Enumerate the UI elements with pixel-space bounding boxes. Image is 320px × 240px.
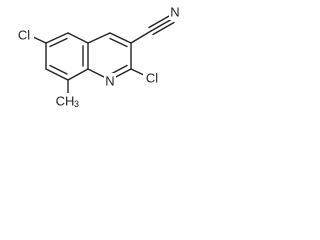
- atom-cl2-label: Cl: [146, 71, 158, 86]
- bond-cn-triple-b: [148, 14, 171, 29]
- atom-n1: N: [104, 73, 116, 89]
- bond-cn-triple-c: [152, 21, 175, 36]
- bond-c7-c8: [45, 68, 69, 81]
- bond-cn-triple-a: [150, 18, 173, 32]
- bond-c4-c3-inner: [109, 37, 128, 48]
- atom-ch3: CH 3: [56, 93, 82, 109]
- bond-c3-cn: [130, 30, 152, 44]
- bond-c4a-c5: [67, 32, 89, 44]
- bond-c4-c3: [109, 32, 132, 44]
- atom-cl6-label: Cl: [18, 28, 30, 43]
- bond-c4a-c4: [87, 32, 111, 44]
- atom-cl6: Cl: [14, 28, 34, 43]
- atom-ch3-label: CH: [56, 94, 75, 109]
- atom-n1-label: N: [105, 74, 114, 89]
- quinoline-structure-diagram: Cl Cl N N CH 3: [14, 4, 182, 109]
- bond-c5-c6-inner: [49, 37, 68, 48]
- atom-ch3-subscript: 3: [74, 99, 79, 109]
- atom-labels: Cl Cl N N CH 3: [14, 4, 182, 109]
- bond-c8-c8a: [67, 68, 89, 81]
- atom-n-nitrile: N: [169, 4, 182, 20]
- bond-c5-c6: [45, 32, 69, 44]
- atom-n-nitrile-label: N: [170, 5, 179, 20]
- bond-c7-c8-inner: [49, 64, 68, 75]
- atom-cl2: Cl: [143, 70, 163, 86]
